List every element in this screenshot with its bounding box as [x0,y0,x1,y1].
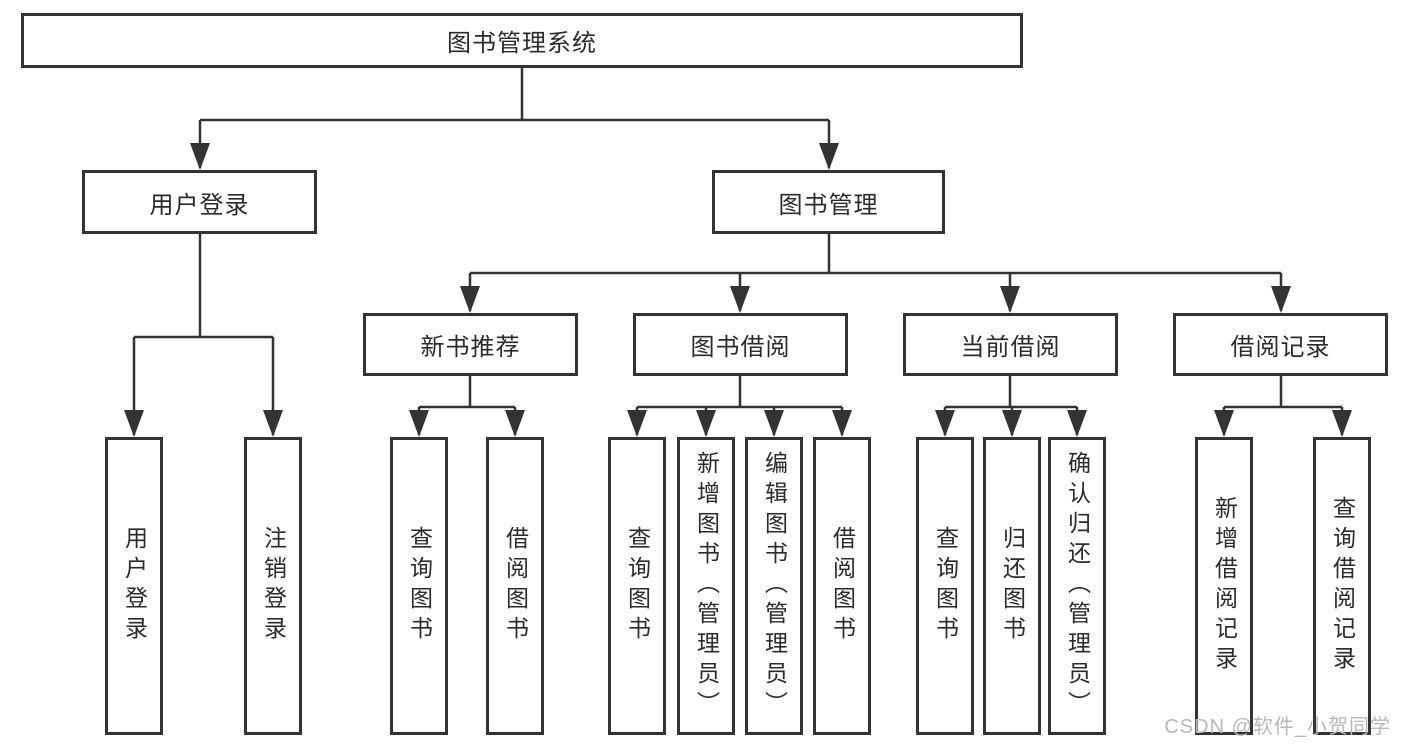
node-root: 图书管理系统 [21,13,1023,68]
edge-book-borrow-branch [635,376,844,435]
arrowhead [1067,410,1087,437]
leaf-label: 新增图书（管理员） [693,451,720,721]
arrowhead [1000,286,1020,313]
leaf-label: 新增借阅记录 [1211,496,1238,676]
node-leaf-user-login: 用户登录 [105,437,163,735]
node-leaf-return-books: 归还图书 [983,437,1041,735]
arrowhead [730,286,750,313]
node-leaf-query-borrow-record: 查询借阅记录 [1313,437,1371,735]
edge-user-login-branch [132,234,275,435]
leaf-label: 编辑图书（管理员） [761,451,788,721]
node-user-login-label: 用户登录 [149,191,250,219]
node-new-book-recommend: 新书推荐 [363,313,578,376]
node-root-label: 图书管理系统 [447,30,597,57]
leaf-label: 确认归还（管理员） [1064,451,1091,721]
node-leaf-query-books-recommend: 查询图书 [390,437,448,735]
edge-book-mgmt-branch [468,234,1283,311]
node-leaf-confirm-return-admin: 确认归还（管理员） [1048,437,1106,735]
arrowhead [935,410,955,437]
arrowhead [764,410,784,437]
arrowhead [696,410,716,437]
edge-root-to-level1 [198,68,831,168]
arrowhead [263,410,283,437]
arrowhead [1271,286,1291,313]
leaf-label: 用户登录 [121,526,148,646]
leaf-label: 借阅图书 [829,526,856,646]
arrowhead [832,410,852,437]
node-leaf-query-books-current: 查询图书 [916,437,974,735]
node-leaf-borrow-books: 借阅图书 [813,437,871,735]
node-leaf-add-books-admin: 新增图书（管理员） [677,437,735,735]
node-leaf-borrow-books-recommend: 借阅图书 [486,437,544,735]
node-user-login: 用户登录 [82,170,317,234]
leaf-label: 注销登录 [260,526,287,646]
node-book-borrow: 图书借阅 [633,313,848,376]
node-book-management-label: 图书管理 [778,191,879,219]
node-book-borrow-label: 图书借阅 [690,334,791,361]
leaf-label: 归还图书 [999,526,1026,646]
arrowhead [460,286,480,313]
node-current-borrow-label: 当前借阅 [960,334,1061,361]
node-book-management: 图书管理 [712,170,945,234]
arrowhead [409,410,429,437]
arrowhead [190,143,210,170]
leaf-label: 查询借阅记录 [1329,496,1356,676]
leaf-label: 查询图书 [406,526,433,646]
node-leaf-edit-books-admin: 编辑图书（管理员） [745,437,803,735]
arrowheads [124,143,1352,437]
arrowhead [1214,410,1234,437]
edge-borrow-records-branch [1222,376,1344,435]
arrowhead [819,143,839,170]
node-leaf-query-books-borrow: 查询图书 [608,437,666,735]
leaf-label: 借阅图书 [502,526,529,646]
node-borrow-records: 借阅记录 [1173,313,1388,376]
node-new-book-recommend-label: 新书推荐 [420,334,521,361]
leaf-label: 查询图书 [624,526,651,646]
node-leaf-add-borrow-record: 新增借阅记录 [1195,437,1253,735]
arrowhead [505,410,525,437]
leaf-label: 查询图书 [932,526,959,646]
arrowhead [1002,410,1022,437]
arrowhead [627,410,647,437]
edge-new-books-branch [417,376,517,435]
tree-edges [132,68,1344,435]
arrowhead [1332,410,1352,437]
arrowhead [124,410,144,437]
csdn-watermark: CSDN @软件_小贺同学 [1164,716,1391,738]
node-current-borrow: 当前借阅 [903,313,1118,376]
node-leaf-logout: 注销登录 [244,437,302,735]
node-borrow-records-label: 借阅记录 [1230,334,1331,361]
